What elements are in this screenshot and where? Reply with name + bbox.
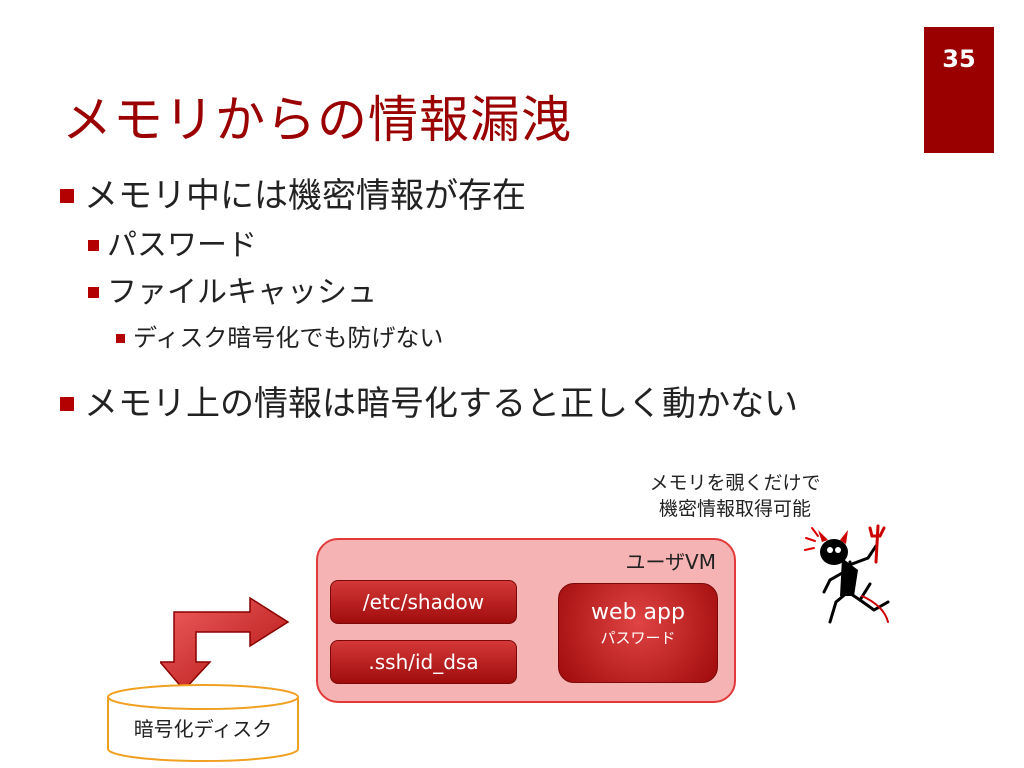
bullet-item: パスワード bbox=[60, 222, 960, 269]
file-etc-shadow: /etc/shadow bbox=[330, 580, 517, 624]
attacker-callout: メモリを覗くだけで 機密情報取得可能 bbox=[630, 470, 840, 522]
page-number: 35 bbox=[924, 27, 994, 153]
devil-attacker-icon bbox=[804, 524, 890, 624]
bullet-item: メモリ中には機密情報が存在 bbox=[60, 170, 960, 222]
web-app-box: web app パスワード bbox=[558, 583, 718, 683]
bent-arrow-icon bbox=[160, 596, 290, 690]
web-app-subtitle: パスワード bbox=[600, 629, 676, 647]
bullet-marker bbox=[88, 287, 99, 298]
bullet-list: メモリ中には機密情報が存在 パスワード ファイルキャッシュ ディスク暗号化でも防… bbox=[60, 170, 960, 430]
bullet-marker bbox=[88, 240, 99, 251]
web-app-title: web app bbox=[591, 600, 685, 625]
file-ssh-id-dsa: .ssh/id_dsa bbox=[330, 640, 517, 684]
callout-line: 機密情報取得可能 bbox=[658, 498, 811, 520]
bullet-item: メモリ上の情報は暗号化すると正しく動かない bbox=[60, 378, 960, 430]
callout-line: メモリを覗くだけで bbox=[649, 472, 821, 494]
bullet-item: ファイルキャッシュ bbox=[60, 269, 960, 316]
slide-title: メモリからの情報漏洩 bbox=[62, 91, 572, 149]
vm-label: ユーザVM bbox=[625, 550, 716, 574]
bullet-marker bbox=[60, 189, 74, 203]
encrypted-disk-icon bbox=[107, 684, 299, 762]
user-vm-box: ユーザVM /etc/shadow .ssh/id_dsa web app パス… bbox=[316, 538, 736, 703]
bullet-marker bbox=[60, 397, 74, 411]
bullet-marker bbox=[116, 334, 125, 343]
bullet-item: ディスク暗号化でも防げない bbox=[60, 316, 960, 360]
